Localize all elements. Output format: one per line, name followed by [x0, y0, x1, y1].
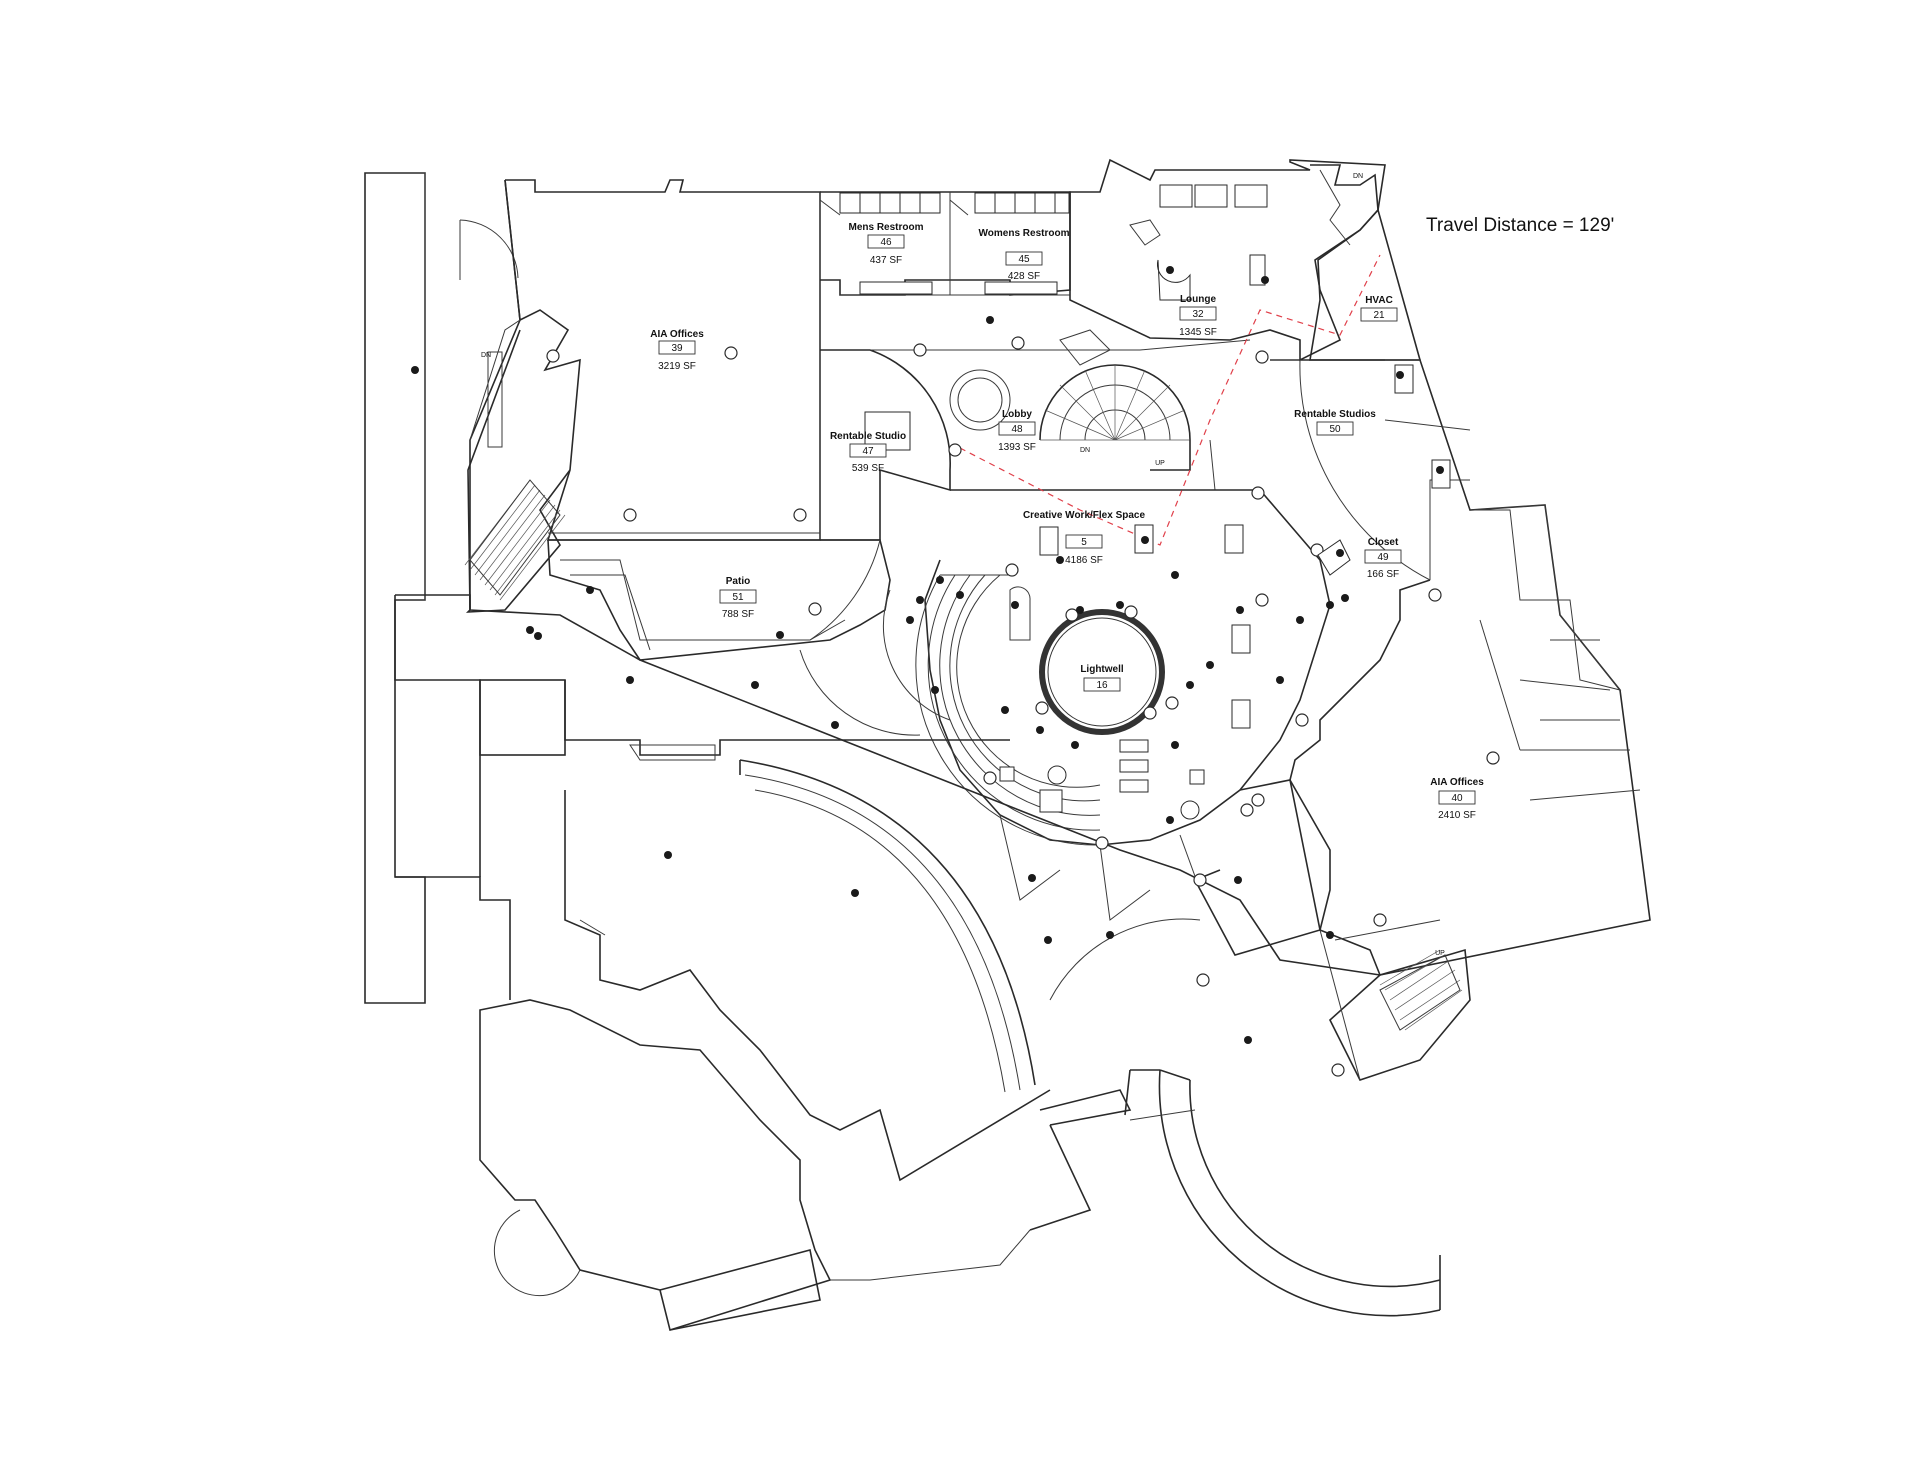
svg-text:5: 5 — [1081, 537, 1087, 548]
svg-text:21: 21 — [1373, 310, 1385, 321]
svg-text:Lightwell: Lightwell — [1080, 664, 1124, 675]
svg-text:Womens Restroom: Womens Restroom — [979, 228, 1070, 239]
svg-text:Rentable Studio: Rentable Studio — [830, 431, 906, 442]
people — [411, 266, 1444, 1044]
svg-text:Lounge: Lounge — [1180, 294, 1217, 305]
svg-text:1393 SF: 1393 SF — [998, 442, 1036, 453]
label-aia-offices-40: AIA Offices 40 2410 SF — [1430, 777, 1484, 821]
svg-text:539 SF: 539 SF — [852, 463, 884, 474]
svg-text:16: 16 — [1096, 680, 1108, 691]
svg-text:45: 45 — [1018, 254, 1030, 265]
svg-text:166 SF: 166 SF — [1367, 569, 1399, 580]
svg-text:49: 49 — [1377, 552, 1389, 563]
lobby-area: DN UP — [870, 329, 1260, 491]
svg-text:51: 51 — [732, 592, 744, 603]
furniture — [999, 254, 1451, 820]
west-stair: DN — [464, 179, 571, 613]
svg-text:50: 50 — [1329, 424, 1341, 435]
svg-text:2410 SF: 2410 SF — [1438, 810, 1476, 821]
left-strip — [364, 172, 519, 1004]
south-site — [394, 594, 1441, 1332]
svg-text:32: 32 — [1192, 309, 1204, 320]
lightwell — [1039, 609, 1165, 735]
label-patio: Patio 51 788 SF — [719, 576, 757, 620]
label-lightwell: Lightwell 16 — [1080, 664, 1124, 692]
svg-text:Mens Restroom: Mens Restroom — [848, 222, 923, 233]
toilet-fixtures — [839, 192, 1070, 295]
east-wing: UP — [1270, 359, 1651, 1081]
east-stair-treads — [1379, 949, 1463, 1031]
svg-text:HVAC: HVAC — [1365, 295, 1393, 306]
svg-text:428 SF: 428 SF — [1008, 271, 1040, 282]
room-lounge: DN — [1069, 158, 1386, 362]
east-stair-up-label: UP — [1435, 950, 1445, 957]
svg-text:788 SF: 788 SF — [722, 609, 754, 620]
room-patio — [547, 539, 951, 736]
travel-path — [959, 254, 1381, 546]
label-aia-offices-39: AIA Offices 39 3219 SF — [650, 329, 704, 372]
spiral-stair-dn-label: DN — [1080, 447, 1090, 454]
label-womens-restroom: Womens Restroom 45 428 SF — [979, 228, 1070, 282]
spiral-stair — [1039, 329, 1191, 471]
svg-text:Closet: Closet — [1368, 537, 1399, 548]
west-stair-treads — [464, 479, 566, 601]
label-mens-restroom: Mens Restroom 46 437 SF — [848, 222, 923, 266]
svg-text:4186 SF: 4186 SF — [1065, 555, 1103, 566]
svg-text:39: 39 — [671, 343, 683, 354]
label-creative-flex: Creative Work/Flex Space 5 4186 SF — [1023, 510, 1146, 566]
stair-dn-label: DN — [481, 352, 491, 359]
svg-text:47: 47 — [862, 446, 874, 457]
label-closet: Closet 49 166 SF — [1364, 537, 1402, 580]
svg-text:1345 SF: 1345 SF — [1179, 327, 1217, 338]
svg-text:AIA Offices: AIA Offices — [650, 329, 704, 340]
creative-flex-name: Creative Work/Flex Space — [1023, 510, 1146, 521]
svg-text:3219 SF: 3219 SF — [658, 361, 696, 372]
spiral-stair-up-label: UP — [1155, 460, 1165, 467]
svg-text:46: 46 — [880, 237, 892, 248]
label-rentable-studios-50: Rentable Studios 50 — [1294, 409, 1376, 436]
room-labels: AIA Offices 39 3219 SF Mens Restroom 46 … — [650, 222, 1484, 821]
columns — [546, 336, 1500, 1077]
label-hvac: HVAC 21 — [1360, 295, 1398, 322]
travel-distance-note: Travel Distance = 129' — [1426, 215, 1614, 236]
svg-text:Lobby: Lobby — [1002, 409, 1032, 420]
svg-text:40: 40 — [1451, 793, 1463, 804]
label-lobby: Lobby 48 1393 SF — [998, 409, 1036, 453]
svg-text:437 SF: 437 SF — [870, 255, 902, 266]
label-lounge: Lounge 32 1345 SF — [1179, 294, 1217, 338]
svg-text:48: 48 — [1011, 424, 1023, 435]
svg-text:Rentable Studios: Rentable Studios — [1294, 409, 1376, 420]
ne-stair-dn-label: DN — [1353, 173, 1363, 180]
svg-text:Patio: Patio — [726, 576, 750, 587]
svg-text:AIA Offices: AIA Offices — [1430, 777, 1484, 788]
label-rentable-studio-47: Rentable Studio 47 539 SF — [830, 431, 906, 474]
